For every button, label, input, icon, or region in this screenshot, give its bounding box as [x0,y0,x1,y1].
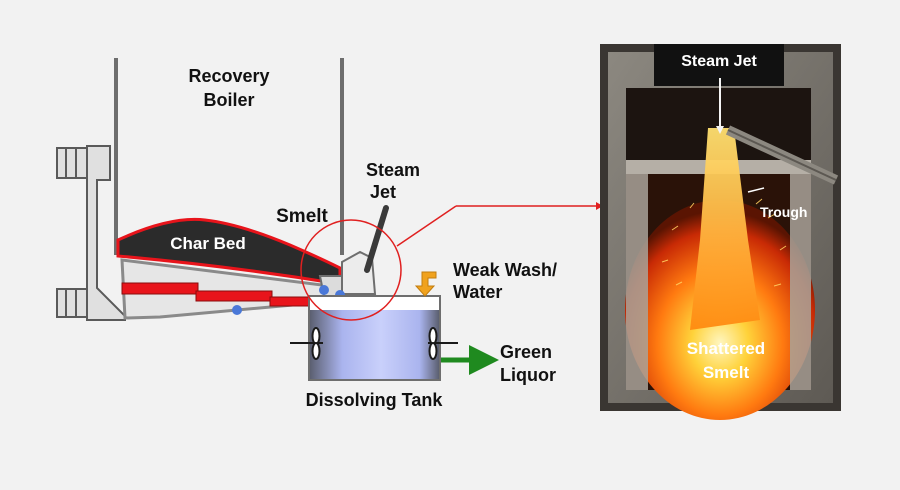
callout-circle [300,219,402,321]
callout-line [396,205,457,247]
label-recovery-boiler-2: Boiler [203,90,254,110]
tank-liquid [310,310,439,379]
label-char-bed: Char Bed [170,234,246,253]
photo-label-shattered: Shattered [687,339,765,358]
smelt-droplet-dot [232,305,242,315]
label-recovery-boiler: Recovery [188,66,269,86]
photo-inset [600,44,841,420]
weak-wash-arrow [414,271,437,297]
label-weak-wash-2: Water [453,282,502,302]
photo-label-steam-jet: Steam Jet [681,53,757,70]
tank-agitator-left [290,327,323,360]
char-bed [116,217,342,286]
callout-arrowhead [596,202,603,210]
label-green-liquor-2: Liquor [500,365,556,385]
photo-label-trough: Trough [760,204,807,220]
label-steam-jet-2: Jet [370,182,396,202]
label-steam-jet: Steam [366,160,420,180]
photo-label-shattered-2: Smelt [703,363,750,382]
label-dissolving-tank: Dissolving Tank [306,390,444,410]
boiler-air-ports [56,145,126,321]
label-weak-wash: Weak Wash/ [453,260,557,280]
steam-jet-nozzle [364,205,389,273]
tank-agitator-right [428,327,458,360]
smelt-droplet-dot [319,285,329,295]
label-green-liquor: Green [500,342,552,362]
label-smelt: Smelt [276,206,328,227]
